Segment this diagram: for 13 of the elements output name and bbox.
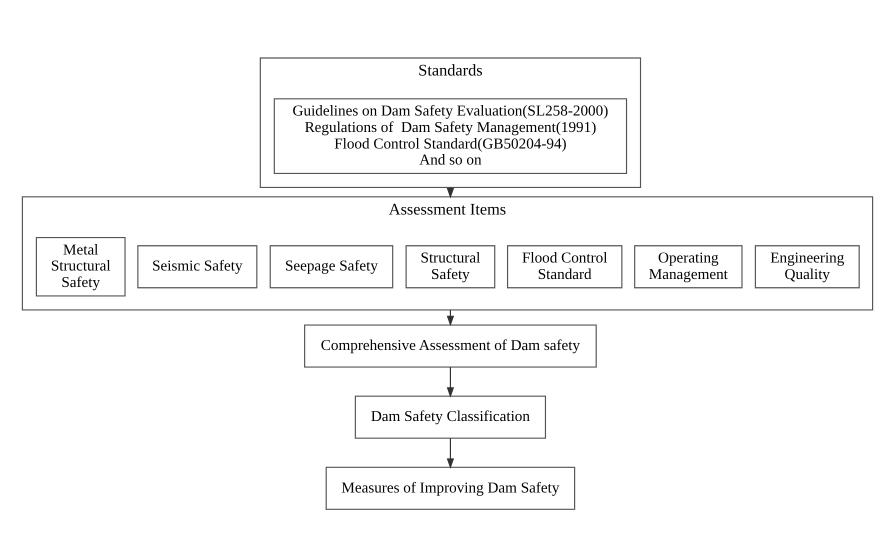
node-box: Guidelines on Dam Safety Evaluation(SL258-2000) Regulations of Dam Safety Management(1991) Flood Control Standard(GB50204-94) And so on [274, 98, 628, 174]
arrow [446, 438, 454, 468]
node-box: Metal Structural Safety [36, 236, 126, 296]
node-box: Dam Safety Classification [354, 395, 546, 438]
arrow [446, 366, 454, 398]
node-box: Structural Safety [406, 244, 496, 288]
node-box: Measures of Improving Dam Safety [326, 466, 576, 510]
node-box: Comprehensive Assessment of Dam safety [304, 324, 597, 368]
node-box: Engineering Quality [754, 244, 860, 288]
node-box: Flood Control Standard [506, 244, 622, 288]
node-box: Operating Management [634, 244, 743, 288]
node-box: Seismic Safety [137, 244, 258, 288]
node-box: Seepage Safety [270, 244, 394, 288]
